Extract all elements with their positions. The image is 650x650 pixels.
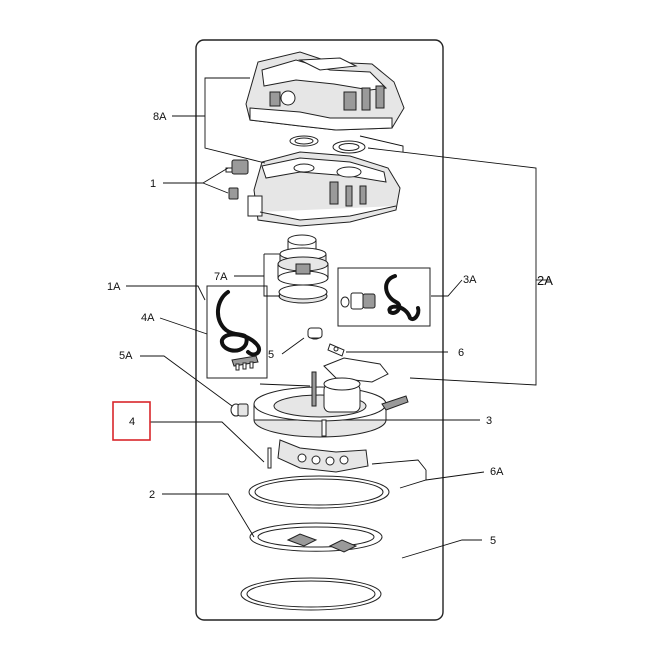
part-4a-box [206, 285, 268, 379]
callout-6a: 6A [490, 466, 504, 478]
part-6-bracket[interactable] [327, 343, 345, 357]
part-5-bottom-ring[interactable] [240, 577, 382, 611]
leader-lines [126, 77, 550, 559]
part-3a-cord-kit[interactable] [340, 274, 421, 321]
part-4a-cord[interactable] [216, 290, 261, 371]
callout-6: 6 [458, 347, 464, 359]
part-8a-top-cover[interactable] [245, 51, 405, 131]
gasket-pair-upper[interactable] [289, 135, 366, 154]
callout-1a: 1A [107, 281, 121, 293]
part-1-switch[interactable] [225, 159, 249, 200]
part-5-capacitor[interactable] [307, 327, 323, 340]
callout-3a: 3A [463, 274, 477, 286]
highlight-box-4[interactable] [112, 401, 151, 441]
callout-2: 2 [149, 489, 155, 501]
part-2-seal-ring[interactable] [248, 475, 390, 509]
callout-5-small: 5 [268, 349, 274, 361]
part-6a-float[interactable] [267, 439, 369, 473]
part-7a-motor[interactable] [277, 234, 329, 304]
callout-1: 1 [150, 178, 156, 190]
part-tray[interactable] [249, 522, 383, 553]
part-5a-fitting[interactable] [230, 403, 249, 417]
callout-5a: 5A [119, 350, 133, 362]
part-3-base-plate[interactable] [253, 371, 409, 438]
callout-2a: 2A [537, 273, 553, 288]
callout-7a: 7A [214, 271, 228, 283]
callout-8a: 8A [153, 111, 167, 123]
part-3a-box [337, 267, 431, 327]
part-1a-motor-housing[interactable] [247, 151, 401, 227]
callout-4a: 4A [141, 312, 155, 324]
callout-5: 5 [490, 535, 496, 547]
callout-4: 4 [129, 416, 135, 428]
callout-3: 3 [486, 415, 492, 427]
